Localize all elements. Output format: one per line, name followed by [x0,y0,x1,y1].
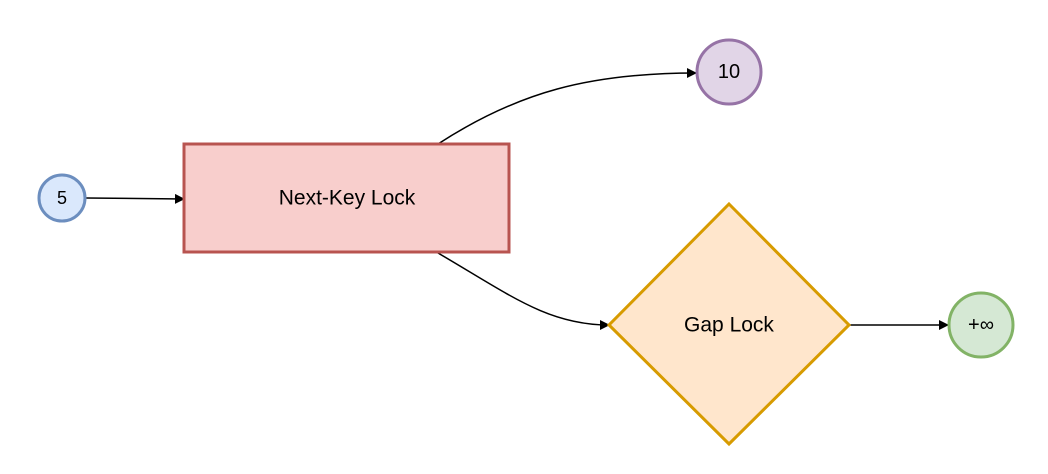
node-gap-lock-label: Gap Lock [684,314,774,337]
edges [85,68,949,330]
node-start-shape [37,173,87,223]
node-start-label: 5 [57,188,67,208]
node-gap-lock[interactable]: Gap Lock [606,201,852,447]
node-infinity-shape [947,291,1015,359]
node-next-key-lock-shape [182,142,511,254]
node-next-key-lock-label: Next-Key Lock [279,187,416,210]
node-gap-lock-shape [606,201,852,447]
node-ten[interactable]: 10 [695,38,763,106]
node-infinity-label: +∞ [968,314,994,336]
node-start[interactable]: 5 [37,173,87,223]
node-ten-shape [695,38,763,106]
edge-start-to-next-key-lock [85,193,185,204]
edge-next-key-lock-to-gap-lock [437,252,610,330]
node-infinity[interactable]: +∞ [947,291,1015,359]
node-next-key-lock[interactable]: Next-Key Lock [182,142,511,254]
node-ten-label: 10 [718,61,740,83]
edge-next-key-lock-to-ten [437,68,697,145]
